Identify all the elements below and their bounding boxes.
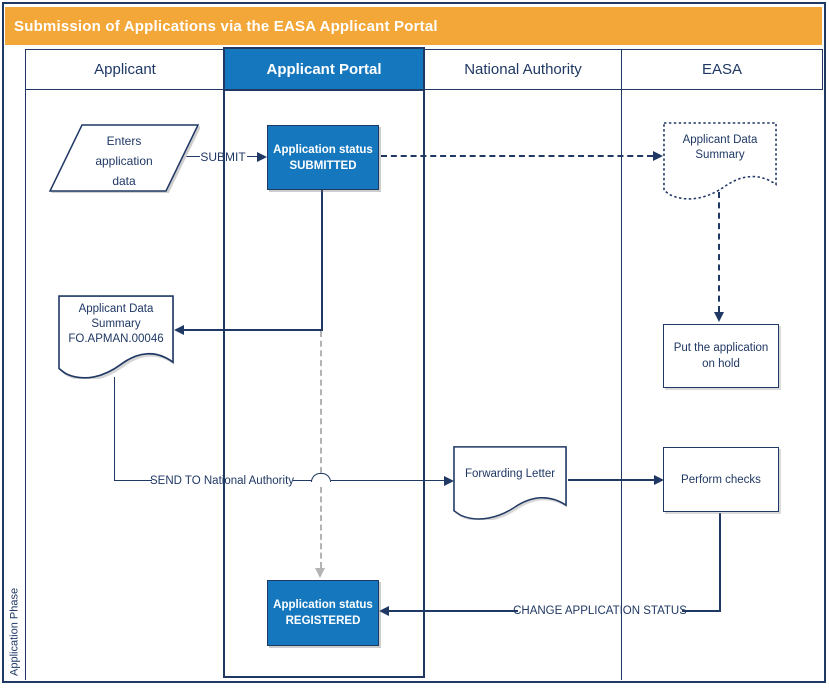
change-status-label: CHANGE APPLICATION STATUS xyxy=(513,605,687,617)
shape-perform-checks: Perform checks xyxy=(663,447,779,512)
document-applicant-data-summary-fo xyxy=(58,295,174,379)
connector-submitted-to-summary-h xyxy=(184,329,323,331)
sidebar-divider-line xyxy=(25,49,26,680)
connector-send-h xyxy=(331,480,444,481)
title-bar: Submission of Applications via the EASA … xyxy=(5,7,822,45)
arrowhead-right-icon xyxy=(257,152,267,162)
connector-change-v xyxy=(719,513,721,612)
shape-put-application-on-hold: Put the application on hold xyxy=(663,324,779,388)
line-hop-arc xyxy=(311,473,331,482)
lane-header-easa-label: EASA xyxy=(701,61,743,78)
lane-header-applicant-portal-label: Applicant Portal xyxy=(266,60,382,78)
connector-auto-status-dashed xyxy=(320,487,322,568)
shape-status-submitted: Application status SUBMITTED xyxy=(267,125,379,190)
connector-submit-line xyxy=(247,156,258,157)
connector-submitted-to-summary-v xyxy=(321,190,323,331)
diagram-title: Submission of Applications via the EASA … xyxy=(14,17,438,35)
lane-header-applicant-portal: Applicant Portal xyxy=(223,47,425,91)
arrowhead-right-icon xyxy=(444,476,454,486)
arrowhead-down-gray-icon xyxy=(315,568,325,578)
connector-auto-status-dashed xyxy=(320,331,322,473)
connector-send-h xyxy=(293,480,312,481)
arrowhead-left-icon xyxy=(174,325,184,335)
connector-submit-line xyxy=(181,156,200,157)
arrowhead-down-icon xyxy=(714,312,724,322)
connector-change-h xyxy=(389,610,518,612)
connector-change-h xyxy=(682,610,721,612)
submit-label: SUBMIT xyxy=(200,150,246,164)
phase-label: Application Phase xyxy=(8,587,21,676)
connector-summary-to-hold-dashed xyxy=(718,192,720,312)
lane-header-applicant-label: Applicant xyxy=(94,61,156,78)
connector-portal-to-easa-dashed xyxy=(381,155,653,157)
lane-header-easa: EASA xyxy=(621,49,823,90)
lane-header-applicant: Applicant xyxy=(25,49,225,90)
arrowhead-right-icon xyxy=(654,475,664,485)
connector-letter-to-checks xyxy=(568,479,654,481)
connector-send-h xyxy=(114,480,152,481)
connector-send-v xyxy=(114,377,115,480)
document-applicant-data-summary-easa xyxy=(663,122,777,200)
send-label: SEND TO National Authority xyxy=(149,475,295,487)
shape-status-registered: Application status REGISTERED xyxy=(267,580,379,646)
lane-header-national-authority: National Authority xyxy=(424,49,622,90)
document-forwarding-letter xyxy=(453,446,567,520)
arrowhead-left-icon xyxy=(379,606,389,616)
lane-divider-na-easa xyxy=(621,90,622,680)
lane-header-national-authority-label: National Authority xyxy=(464,61,582,78)
shape-enters-application-data xyxy=(48,124,200,192)
arrowhead-right-icon xyxy=(653,151,663,161)
